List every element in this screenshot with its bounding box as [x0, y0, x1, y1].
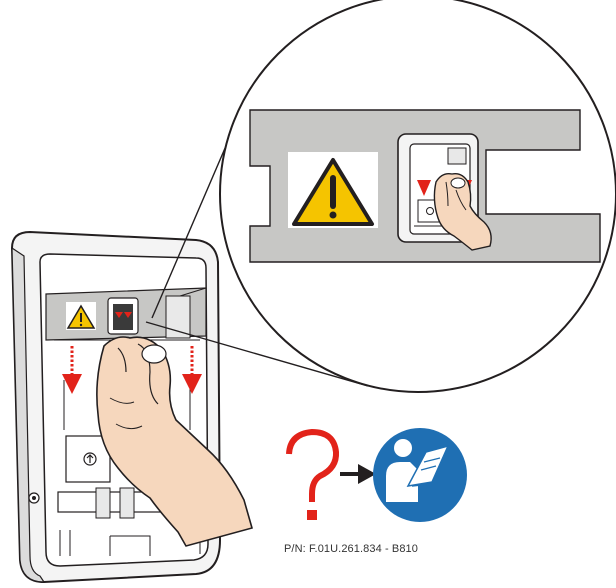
question-mark-icon [289, 432, 336, 520]
part-number-label: P/N: F.01U.261.834 - B810 [284, 543, 418, 555]
arrow-right-icon [340, 464, 376, 484]
warning-triangle-icon [66, 302, 96, 330]
read-manual-icon [373, 428, 467, 522]
zoom-detail [220, 0, 616, 392]
warning-triangle-large-icon [288, 152, 378, 228]
